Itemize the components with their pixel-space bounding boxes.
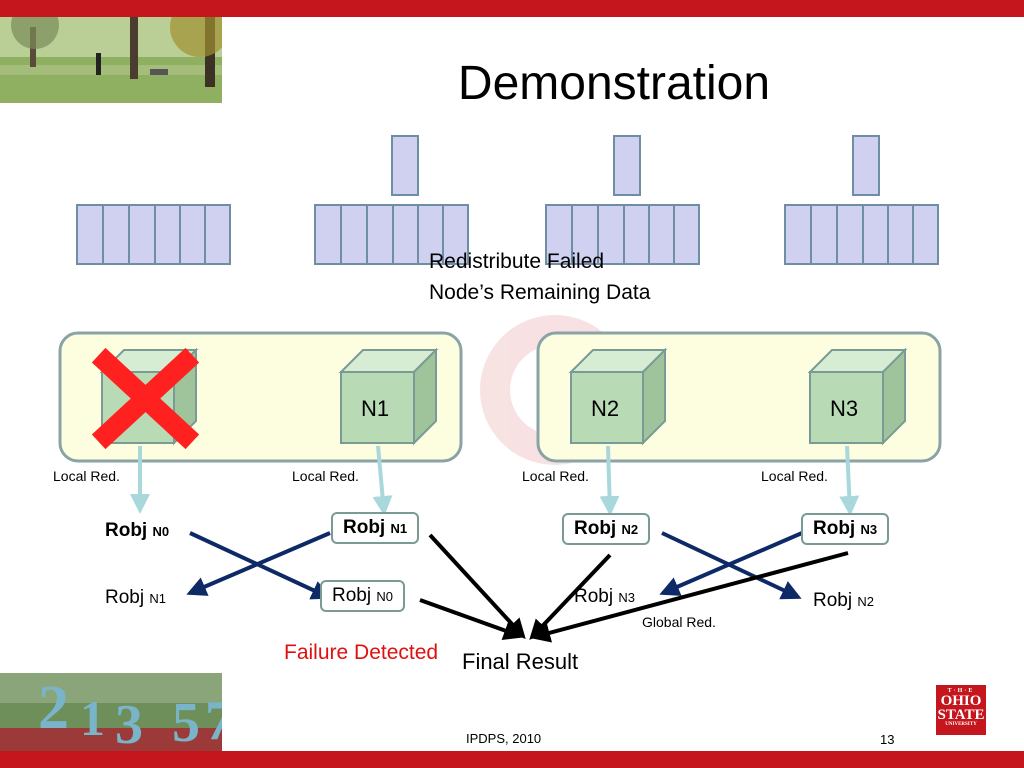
local-red-label-0: Local Red.	[53, 468, 120, 484]
cube-n2	[568, 347, 668, 446]
local-red-label-2: Local Red.	[522, 468, 589, 484]
logo-line-4: UNIVERSITY	[945, 722, 977, 727]
robj-label: Robj	[574, 586, 614, 607]
logo-line-3: STATE	[937, 707, 985, 723]
data-array-3	[784, 135, 939, 265]
robj-sub: N1	[149, 591, 166, 606]
robj-sub: N2	[621, 522, 639, 537]
robj-label: Robj	[813, 518, 856, 539]
robj-sub: N0	[376, 589, 393, 604]
cube-n3	[807, 347, 908, 446]
page-number: 13	[880, 732, 895, 747]
caption-line-1: Redistribute Failed	[429, 250, 605, 273]
robj-copy-n3: Robj N3	[574, 586, 635, 608]
exchange-arrows	[186, 531, 803, 600]
local-red-label-3: Local Red.	[761, 468, 828, 484]
caption-line-2: Node’s Remaining Data	[429, 281, 651, 304]
ohio-state-logo: T·H·E OHIO STATE UNIVERSITY	[936, 685, 986, 735]
cube-n1	[338, 347, 439, 446]
robj-label: Robj	[574, 518, 617, 539]
svg-text:2: 2	[38, 674, 69, 742]
robj-n0: Robj N0	[105, 520, 169, 542]
data-array-2	[545, 135, 700, 265]
node-label-n1: N1	[361, 396, 390, 421]
svg-text:1: 1	[80, 690, 105, 746]
logo-line-2: OHIO	[940, 693, 982, 709]
slide-title: Demonstration	[457, 57, 771, 110]
robj-sub: N1	[390, 521, 408, 536]
bottom-red-bar	[0, 751, 1024, 768]
node-label-n2: N2	[591, 396, 620, 421]
robj-label: Robj	[105, 587, 145, 608]
global-red-label: Global Red.	[642, 614, 716, 630]
robj-copy-n2: Robj N2	[813, 590, 874, 612]
logo-line-1: T·H·E	[947, 688, 975, 694]
data-array-1	[314, 135, 469, 265]
top-red-bar	[0, 0, 1024, 17]
failure-x-icon	[91, 347, 200, 450]
footer-conference: IPDPS, 2010	[466, 731, 542, 746]
robj-n1: Robj N1	[331, 512, 420, 544]
local-red-arrows	[130, 445, 860, 516]
robj-copy-n1: Robj N1	[105, 587, 166, 609]
numbers-sculpture-photo: 2 1 3 5 7	[0, 673, 222, 751]
global-red-arrows	[419, 533, 849, 643]
robj-sub: N0	[152, 524, 170, 539]
svg-text:3: 3	[115, 694, 143, 751]
svg-text:5: 5	[172, 692, 200, 751]
robj-label: Robj	[332, 585, 372, 606]
campus-photo	[0, 17, 222, 103]
redistribute-caption: Redistribute Failed Node’s Remaining Dat…	[429, 246, 650, 308]
robj-copy-n0: Robj N0	[320, 580, 405, 612]
svg-text:7: 7	[205, 690, 222, 751]
data-array-0	[76, 204, 231, 265]
robj-n3: Robj N3	[801, 513, 890, 545]
failure-detected-label: Failure Detected	[284, 641, 439, 664]
robj-label: Robj	[343, 517, 386, 538]
robj-label: Robj	[105, 520, 148, 541]
robj-sub: N3	[618, 590, 635, 605]
final-result-label: Final Result	[462, 649, 579, 674]
robj-n2: Robj N2	[562, 513, 651, 545]
robj-sub: N2	[857, 594, 874, 609]
node-label-n3: N3	[830, 396, 859, 421]
robj-label: Robj	[813, 590, 853, 611]
local-red-label-1: Local Red.	[292, 468, 359, 484]
robj-sub: N3	[860, 522, 878, 537]
